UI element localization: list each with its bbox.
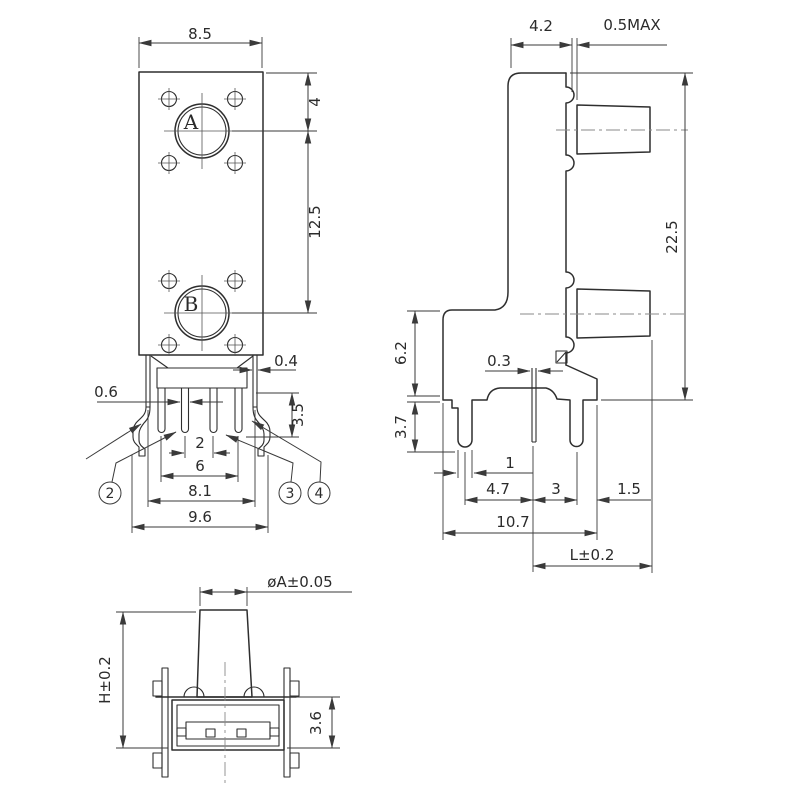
callout-4-label: 4 (315, 486, 324, 502)
dim-bottom-plunger-diameter: øA±0.05 (267, 573, 332, 591)
side-plunger-a (576, 104, 651, 155)
bottom-plunger (196, 609, 253, 698)
front-pin-4 (234, 388, 243, 434)
dim-side-step-height: 6.2 (392, 341, 410, 365)
dim-side-center-pin-width: 0.3 (487, 352, 511, 370)
front-body-outline (138, 71, 264, 356)
dim-front-tab-width: 0.4 (274, 352, 298, 370)
front-left-tab (145, 354, 151, 408)
dim-front-pin-width: 0.6 (94, 383, 118, 401)
front-pin-3 (209, 388, 218, 434)
side-view-geometry (442, 72, 688, 448)
callout-3-label: 3 (286, 486, 295, 502)
dim-front-a-to-b: 12.5 (306, 205, 324, 238)
bottom-contact-strip (185, 721, 271, 740)
side-view: 4.2 0.5MAX 22.5 6.2 3.7 0.3 1 4.7 3 1.5 … (392, 16, 693, 573)
bottom-view: øA±0.05 H±0.2 3.6 (96, 573, 352, 786)
dim-side-pin-width: 1 (505, 454, 515, 472)
dim-side-plunger-length: L±0.2 (570, 546, 615, 564)
dim-side-overall-height: 22.5 (663, 220, 681, 253)
side-plunger-b (576, 288, 651, 339)
callout-circle-4 (307, 481, 331, 505)
front-pin-2 (180, 388, 190, 434)
dim-side-pin-length: 3.7 (392, 415, 410, 439)
bottom-view-geometry (152, 609, 300, 786)
callout-circle-2 (98, 481, 122, 505)
front-view: 8.5 4 12.5 0.4 0.6 3.5 2 6 8.1 9.6 A B 2… (85, 25, 331, 533)
front-right-leg (252, 406, 271, 457)
dim-side-body-depth: 10.7 (496, 513, 529, 531)
front-corner-holes (158, 88, 246, 356)
dim-front-body-width: 8.5 (188, 25, 212, 43)
front-terminal-block (156, 367, 248, 389)
plunger-a-label: A (183, 110, 199, 134)
side-body-outline (442, 72, 598, 448)
dim-side-pitch-left: 4.7 (486, 480, 510, 498)
dim-side-edge-offset: 1.5 (617, 480, 641, 498)
front-right-tab (252, 354, 258, 408)
callout-2-label: 2 (106, 486, 115, 502)
side-view-dimensions (407, 38, 693, 573)
dim-side-pitch-right: 3 (551, 480, 561, 498)
dim-front-leg-span: 9.6 (188, 508, 212, 526)
dim-front-top-to-a: 4 (306, 97, 324, 107)
dim-bottom-base-height: 3.6 (307, 711, 325, 735)
dim-front-tab-span: 8.1 (188, 482, 212, 500)
bottom-right-rail (283, 667, 291, 778)
dim-front-inner-pin-pitch: 2 (195, 434, 205, 452)
side-center-pin (531, 368, 537, 443)
dim-side-boss-protrusion: 0.5MAX (603, 16, 660, 34)
bottom-base (171, 699, 285, 751)
front-pin-1 (157, 388, 166, 434)
front-view-dimensions (85, 37, 331, 533)
side-latch (555, 350, 568, 364)
bottom-view-dimensions (116, 587, 352, 749)
front-left-leg (132, 406, 151, 457)
dim-front-pin-length: 3.5 (289, 403, 307, 427)
front-view-geometry (132, 71, 271, 457)
dim-bottom-plunger-height: H±0.2 (96, 656, 114, 704)
bottom-left-rail (161, 667, 169, 778)
callout-circle-3 (278, 481, 302, 505)
dim-side-face-to-boss: 4.2 (529, 17, 553, 35)
plunger-b-label: B (184, 292, 199, 316)
dim-front-outer-pin-pitch: 6 (195, 457, 205, 475)
